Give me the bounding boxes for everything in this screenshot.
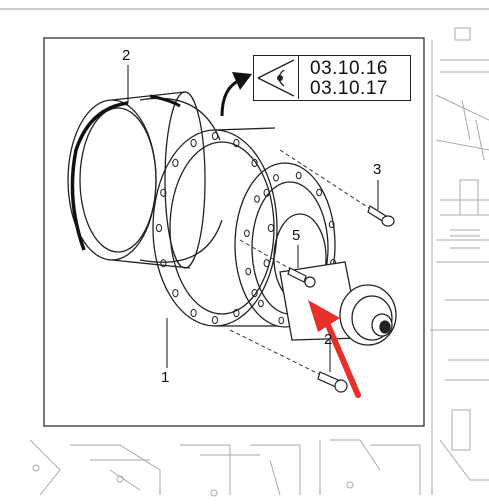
- bolt-hole: [267, 223, 275, 233]
- bolt-hole: [211, 315, 219, 325]
- bolt-hole: [172, 289, 179, 298]
- housing-drum: [67, 91, 223, 269]
- bolt-hole: [251, 289, 258, 298]
- bolt-hole: [155, 223, 163, 233]
- bolt-hole: [244, 229, 250, 238]
- bolt-hole: [160, 259, 167, 268]
- callout-label-2-bottom: 2: [324, 331, 333, 348]
- bolt-hole: [245, 267, 252, 276]
- callout-label-1: 1: [161, 369, 170, 386]
- callout-label-3: 3: [373, 161, 382, 178]
- seal-ring-arc-top: [149, 94, 181, 108]
- bolt-hole: [273, 174, 279, 182]
- background-machine-right: [430, 27, 489, 495]
- bolt-hole: [263, 259, 270, 268]
- bolt-hole: [278, 316, 285, 325]
- bolt-hole: [254, 195, 260, 203]
- bolted-flange: [152, 127, 278, 327]
- assembly-leader-lines: [229, 149, 373, 383]
- screw-part-3: [367, 205, 395, 227]
- bolt-hole: [211, 131, 219, 141]
- reference-box: 03.10.16 03.10.17: [253, 55, 411, 101]
- bolt-hole: [172, 158, 179, 167]
- bolt-hole: [233, 308, 240, 318]
- highlight-arrow: [308, 300, 361, 398]
- callout-leaders: [127, 65, 379, 372]
- bolt-hole: [160, 188, 167, 197]
- screw-part-2-bottom: [317, 371, 348, 393]
- background-machine-bottom: [29, 439, 489, 497]
- screw-part-5: [287, 267, 316, 288]
- main-frame: [43, 37, 425, 427]
- bolt-hole: [233, 138, 240, 148]
- reference-code-2[interactable]: 03.10.17: [310, 78, 388, 99]
- callout-label-5: 5: [292, 227, 301, 244]
- reference-code-1[interactable]: 03.10.16: [310, 58, 388, 79]
- seal-ring-arc: [70, 101, 129, 251]
- bolt-hole: [251, 158, 258, 167]
- bolt-hole: [258, 299, 264, 308]
- shaft-assembly: [279, 261, 397, 346]
- bolt-hole: [295, 171, 302, 180]
- bolt-hole: [190, 138, 197, 148]
- eye-view-icon: [254, 56, 299, 99]
- callout-label-2-top: 2: [122, 47, 131, 64]
- bolt-hole: [316, 188, 323, 197]
- reference-arrow: [220, 72, 252, 117]
- bolt-hole: [190, 308, 197, 318]
